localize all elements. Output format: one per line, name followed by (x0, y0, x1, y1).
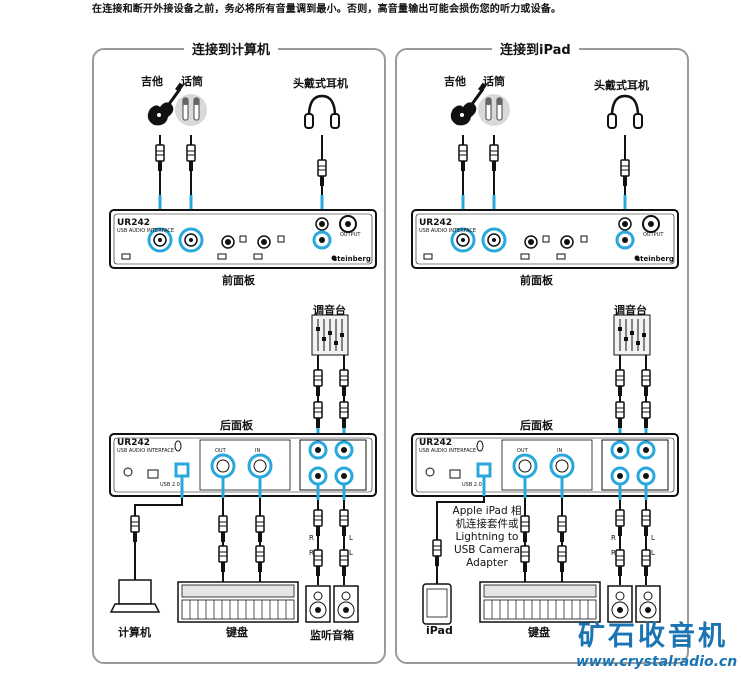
computer-label: 计算机 (118, 626, 151, 639)
laptop-icon (110, 579, 160, 613)
device-model: UR242 (117, 218, 150, 228)
rear-panel-label: 后面板 (520, 419, 553, 432)
watermark-text: 矿石收音机 (578, 621, 728, 652)
adapter-line: Lightning to (455, 531, 519, 543)
warning-text: 在连接和断开外接设备之前，务必将所有音量调到最小。否则，高音量输出可能会损伤您的… (92, 4, 562, 15)
front-panel-label: 前面板 (222, 274, 255, 287)
channel-label: L (349, 534, 353, 542)
usb-label: USB 2.0 (462, 482, 482, 488)
guitar-label: 吉他 (141, 75, 163, 88)
channel-label: R (611, 534, 616, 542)
mic-label: 话筒 (181, 75, 203, 88)
device-model: UR242 (117, 438, 150, 448)
mic-label: 话筒 (483, 75, 505, 88)
midi-in-label: IN (557, 448, 562, 454)
keyboard-label: 键盘 (528, 626, 550, 639)
left-diagram (109, 81, 377, 623)
mixer-label: 调音台 (614, 304, 647, 317)
right-diagram (411, 81, 679, 625)
ipad-label: iPad (426, 624, 453, 637)
guitar-label: 吉他 (444, 75, 466, 88)
device-model: UR242 (419, 438, 452, 448)
rear-panel-label: 后面板 (220, 419, 253, 432)
channel-label: R (309, 534, 314, 542)
panel-title: 连接到iPad (492, 39, 579, 58)
output-label: OUTPUT (643, 232, 664, 238)
speaker-icon (305, 585, 331, 623)
microphone-icon (174, 93, 208, 127)
usb-label: USB 2.0 (160, 482, 180, 488)
output-label: OUTPUT (340, 232, 361, 238)
monitors-label: 监听音箱 (310, 629, 354, 642)
mixer-icon (311, 314, 349, 356)
mixer-icon (613, 314, 651, 356)
midi-out-label: OUT (215, 448, 227, 454)
adapter-line: Apple iPad 相 (452, 505, 522, 517)
device-brand: steinberg (333, 255, 371, 263)
microphone-icon (477, 93, 511, 127)
device-subtitle: USB AUDIO INTERFACE (419, 228, 476, 234)
headphones-icon (303, 94, 341, 130)
midi-out-label: OUT (517, 448, 529, 454)
midi-in-label: IN (255, 448, 260, 454)
headphones-label: 头戴式耳机 (594, 79, 649, 92)
ipad-icon (422, 583, 452, 625)
front-panel-label: 前面板 (520, 274, 553, 287)
adapter-line: 机连接套件或 (455, 518, 519, 530)
headphones-icon (606, 94, 644, 130)
device-subtitle: USB AUDIO INTERFACE (117, 228, 174, 234)
device-subtitle: USB AUDIO INTERFACE (419, 448, 476, 454)
adapter-line: Adapter (466, 557, 508, 569)
mixer-label: 调音台 (313, 304, 346, 317)
headphones-label: 头戴式耳机 (293, 77, 348, 90)
channel-label: R (309, 549, 314, 557)
device-brand: steinberg (636, 255, 674, 263)
ipad-connection-panel: 连接到iPad (395, 39, 689, 664)
keyboard-label: 键盘 (226, 626, 248, 639)
adapter-line: USB Camera (453, 544, 521, 556)
device-model: UR242 (419, 218, 452, 228)
keyboard-icon (177, 581, 299, 623)
watermark-url: www.crystalradio.cn (576, 654, 738, 670)
computer-connection-panel: 连接到计算机 (92, 39, 386, 664)
adapter-note: Apple iPad 相 机连接套件或 Lightning to USB Cam… (447, 505, 527, 570)
channel-label: R (611, 549, 616, 557)
channel-label: L (651, 549, 655, 557)
panel-title: 连接到计算机 (184, 39, 279, 58)
device-subtitle: USB AUDIO INTERFACE (117, 448, 174, 454)
channel-label: L (349, 549, 353, 557)
channel-label: L (651, 534, 655, 542)
speaker-icon (333, 585, 359, 623)
